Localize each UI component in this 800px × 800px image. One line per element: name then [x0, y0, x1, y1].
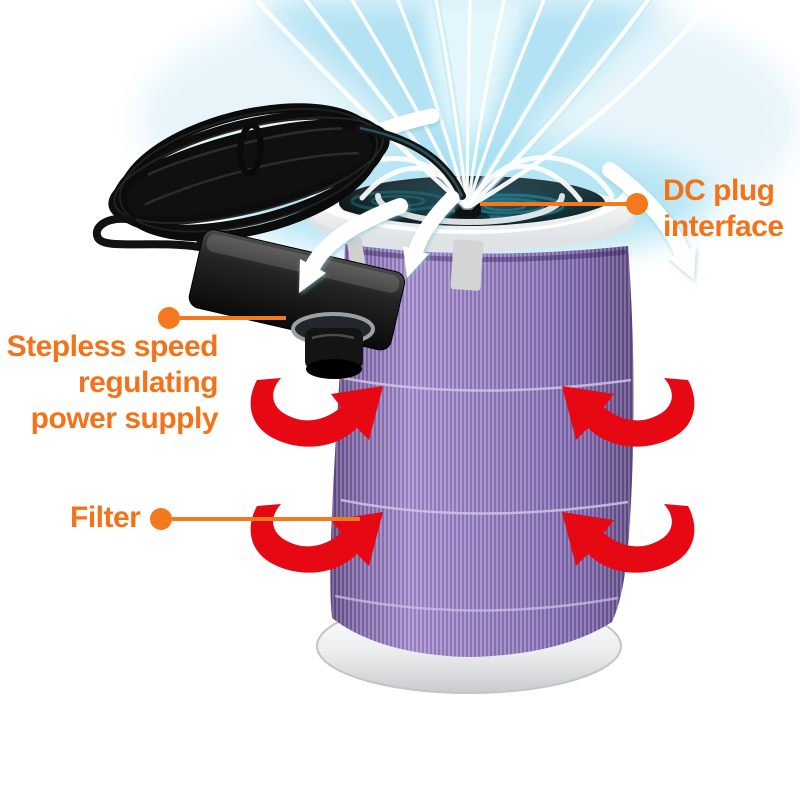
knob-highlight [311, 333, 355, 340]
filter-seam [342, 376, 632, 392]
spray-line [434, 0, 469, 208]
label-filter: Filter [70, 500, 141, 536]
white-arrow-right [602, 162, 696, 280]
power-adapter [188, 229, 406, 379]
fountain-arc [465, 155, 615, 209]
cord-loop [92, 214, 204, 251]
arrow-shaft [305, 198, 408, 274]
label-line: DC plug [663, 174, 775, 207]
label-line: power supply [30, 402, 219, 435]
pull-tab [450, 239, 484, 291]
arrow-head [403, 246, 429, 278]
coil-loop [117, 103, 381, 242]
coil-highlight [118, 107, 379, 233]
spray-line [466, 0, 506, 208]
label-line: Stepless speed [6, 330, 219, 363]
knob-bottom [306, 359, 362, 379]
leader-dot-power-supply [158, 307, 180, 329]
label-power-supply: Stepless speed regulating power supply [6, 329, 219, 437]
glow-core [424, 0, 528, 212]
label-dc-plug-interface: DC plug interface [663, 173, 784, 245]
white-arrow-front-left [299, 198, 408, 293]
coil-tie [237, 122, 264, 177]
arrow-head [668, 246, 696, 280]
callout-leaders [150, 193, 648, 530]
white-flow-arrows [299, 162, 696, 293]
cable-coil [92, 103, 466, 251]
cord-sheen [359, 126, 464, 197]
filter-seam [334, 594, 619, 612]
label-line: regulating [77, 366, 219, 399]
spray-line [466, 0, 546, 208]
spray-line [465, 0, 472, 208]
knob-body [305, 328, 363, 370]
arrow-shaft [602, 162, 690, 260]
white-arrow-front-center [403, 190, 460, 278]
filter-seam [340, 498, 629, 515]
leader-dot-filter [150, 508, 172, 530]
filter-weave-texture [330, 244, 634, 657]
coil-loop [112, 110, 386, 234]
spray-line [396, 0, 468, 208]
spray-line [467, 0, 651, 209]
spray-line [255, 0, 468, 209]
arrow-shaft [408, 190, 460, 258]
spray-line [467, 7, 707, 209]
filter-body [330, 237, 634, 657]
arrow-head [299, 259, 326, 293]
coil-loops [108, 103, 390, 242]
label-line: interface [663, 210, 784, 243]
leader-dot-dc-plug [626, 193, 648, 215]
label-line: Filter [70, 501, 141, 534]
